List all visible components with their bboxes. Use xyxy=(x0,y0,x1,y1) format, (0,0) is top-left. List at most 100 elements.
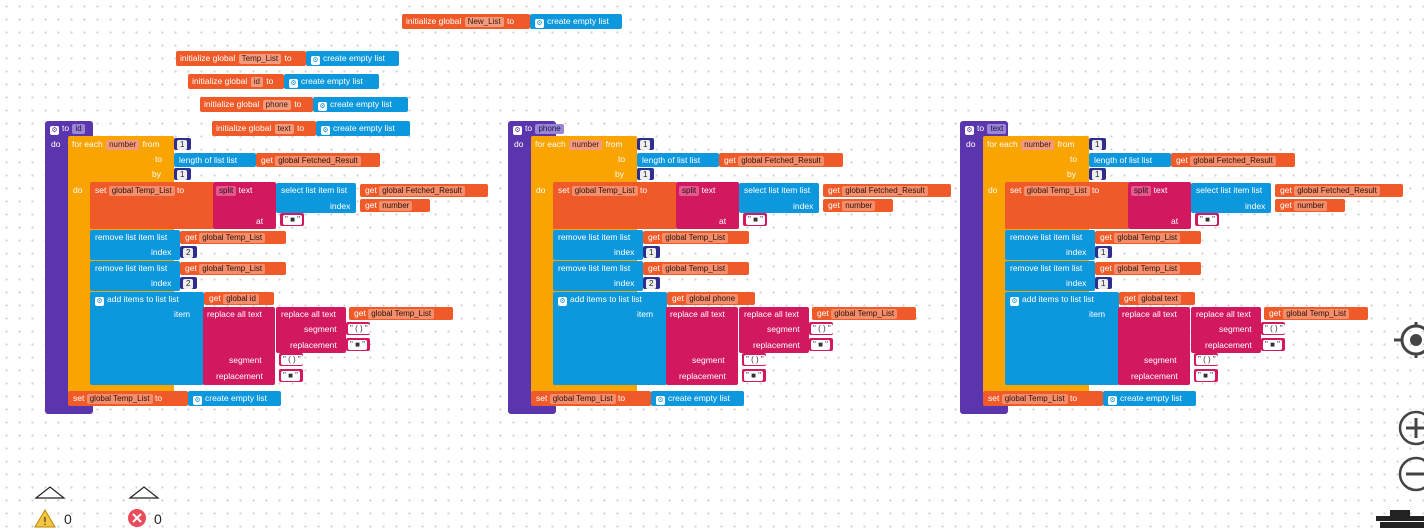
variable-dropdown[interactable]: global Temp_List xyxy=(86,394,153,404)
init-global-temp-list-block[interactable]: initialize global Temp_List to xyxy=(176,51,306,66)
gear-icon[interactable]: ⚙ xyxy=(318,102,327,111)
get-block[interactable]: get global Temp_List xyxy=(1095,231,1201,244)
gear-icon[interactable]: ⚙ xyxy=(656,396,665,405)
remove-list-item-block[interactable] xyxy=(1005,261,1095,291)
variable-dropdown[interactable]: global Temp_List xyxy=(1114,264,1181,274)
create-empty-list-block[interactable]: ⚙create empty list xyxy=(316,121,410,136)
variable-dropdown[interactable]: global Fetched_Result xyxy=(1190,156,1276,166)
remove-list-item-block[interactable] xyxy=(90,230,180,260)
remove-list-item-block[interactable] xyxy=(553,230,643,260)
number-value[interactable]: 1 xyxy=(640,140,651,150)
init-global-new-list-block[interactable]: initialize global New_List to xyxy=(402,14,530,29)
text-string-block[interactable]: " ■ " xyxy=(280,213,304,226)
remove-list-item-block[interactable] xyxy=(553,261,643,291)
gear-icon[interactable]: ⚙ xyxy=(321,126,330,135)
number-block[interactable]: 1 xyxy=(637,138,654,150)
variable-dropdown[interactable]: global Temp_List xyxy=(662,233,729,243)
procedure-name-field[interactable]: text xyxy=(987,124,1007,134)
get-block[interactable]: get global Fetched_Result xyxy=(1275,184,1403,197)
variable-dropdown[interactable]: number xyxy=(379,201,413,211)
select-list-item-block[interactable] xyxy=(276,183,356,213)
global-name-field[interactable]: Temp_List xyxy=(238,54,282,64)
variable-dropdown[interactable]: global id xyxy=(223,294,260,304)
get-block[interactable]: get global id xyxy=(204,292,274,305)
get-block[interactable]: get number xyxy=(823,199,893,212)
replace-all-text-block[interactable] xyxy=(203,307,275,385)
loop-var-field[interactable]: number xyxy=(569,140,603,150)
variable-dropdown[interactable]: global Fetched_Result xyxy=(275,156,361,166)
gear-icon[interactable]: ⚙ xyxy=(965,126,974,135)
errors-toggle[interactable] xyxy=(128,484,160,502)
string-value[interactable]: " ■ " xyxy=(283,215,302,225)
split-dropdown[interactable]: split xyxy=(216,186,237,196)
length-of-list-block[interactable]: length of list list xyxy=(1089,153,1171,167)
variable-dropdown[interactable]: global Temp_List xyxy=(199,264,266,274)
number-block[interactable]: 1 xyxy=(1089,138,1106,150)
variable-dropdown[interactable]: global Temp_List xyxy=(1114,233,1181,243)
get-block[interactable]: get global Temp_List xyxy=(643,231,749,244)
remove-list-item-block[interactable] xyxy=(1005,230,1095,260)
text-string-block[interactable]: " ■ " xyxy=(742,369,766,382)
create-empty-list-block[interactable]: ⚙create empty list xyxy=(306,51,399,66)
gear-icon[interactable]: ⚙ xyxy=(311,56,320,65)
number-block[interactable]: 2 xyxy=(180,277,197,289)
create-empty-list-block[interactable]: ⚙create empty list xyxy=(313,97,408,112)
text-string-block[interactable]: " ( ) " xyxy=(346,322,370,335)
replace-all-text-block[interactable] xyxy=(276,307,346,353)
warnings-toggle[interactable] xyxy=(34,484,66,502)
text-string-block[interactable]: " ■ " xyxy=(279,369,303,382)
number-value[interactable]: 1 xyxy=(177,140,188,150)
gear-icon[interactable]: ⚙ xyxy=(289,79,298,88)
variable-dropdown[interactable]: global Temp_List xyxy=(1283,309,1350,319)
number-value[interactable]: 1 xyxy=(1098,248,1109,258)
get-block[interactable]: get global Temp_List xyxy=(180,231,286,244)
gear-icon[interactable]: ⚙ xyxy=(535,19,544,28)
init-global-phone-block[interactable]: initialize global phone to xyxy=(200,97,313,112)
variable-dropdown[interactable]: global Temp_List xyxy=(549,394,616,404)
set-variable-block[interactable]: set global Temp_List to xyxy=(983,391,1103,406)
zoom-in-button[interactable] xyxy=(1394,408,1424,450)
string-value[interactable]: " ( ) " xyxy=(1196,355,1218,365)
get-block[interactable]: get global phone xyxy=(667,292,755,305)
collapse-triangle-icon[interactable] xyxy=(34,484,66,500)
number-block[interactable]: 1 xyxy=(1089,168,1106,180)
replace-all-text-block[interactable] xyxy=(739,307,809,353)
text-string-block[interactable]: " ■ " xyxy=(1194,369,1218,382)
get-block[interactable]: get global Fetched_Result xyxy=(719,153,843,167)
variable-dropdown[interactable]: global Temp_List xyxy=(368,309,435,319)
gear-icon[interactable]: ⚙ xyxy=(1010,297,1019,306)
get-block[interactable]: get number xyxy=(360,199,430,212)
get-block[interactable]: get global Temp_List xyxy=(1095,262,1201,275)
string-value[interactable]: " ( ) " xyxy=(744,355,766,365)
error-indicator[interactable]: 0 xyxy=(126,508,176,528)
add-items-to-list-block[interactable] xyxy=(553,292,667,385)
variable-dropdown[interactable]: global Temp_List xyxy=(662,264,729,274)
init-global-text-block[interactable]: initialize global text to xyxy=(212,121,316,136)
gear-icon[interactable]: ⚙ xyxy=(513,126,522,135)
string-value[interactable]: " ( ) " xyxy=(811,324,833,334)
string-value[interactable]: " ■ " xyxy=(348,340,367,350)
procedure-name-field[interactable]: id xyxy=(72,124,85,134)
number-block[interactable]: 1 xyxy=(637,168,654,180)
trash-button[interactable] xyxy=(1376,508,1424,530)
collapse-triangle-icon[interactable] xyxy=(128,484,160,500)
global-name-field[interactable]: text xyxy=(274,124,294,134)
string-value[interactable]: " ■ " xyxy=(811,340,830,350)
gear-icon[interactable]: ⚙ xyxy=(1108,396,1117,405)
get-block[interactable]: get global Temp_List xyxy=(349,307,453,320)
number-block[interactable]: 1 xyxy=(174,138,191,150)
variable-dropdown[interactable]: global Fetched_Result xyxy=(379,186,465,196)
text-string-block[interactable]: " ( ) " xyxy=(1261,322,1285,335)
create-empty-list-block[interactable]: ⚙create empty list xyxy=(651,391,744,406)
gear-icon[interactable]: ⚙ xyxy=(95,297,104,306)
length-of-list-block[interactable]: length of list list xyxy=(637,153,719,167)
number-value[interactable]: 1 xyxy=(1092,170,1103,180)
number-block[interactable]: 1 xyxy=(643,246,660,258)
procedure-name-field[interactable]: phone xyxy=(535,124,564,134)
get-block[interactable]: get global Fetched_Result xyxy=(360,184,488,197)
string-value[interactable]: " ■ " xyxy=(1196,371,1215,381)
number-block[interactable]: 2 xyxy=(643,277,660,289)
set-variable-block[interactable]: set global Temp_List to xyxy=(68,391,188,406)
text-string-block[interactable]: " ■ " xyxy=(1195,213,1219,226)
